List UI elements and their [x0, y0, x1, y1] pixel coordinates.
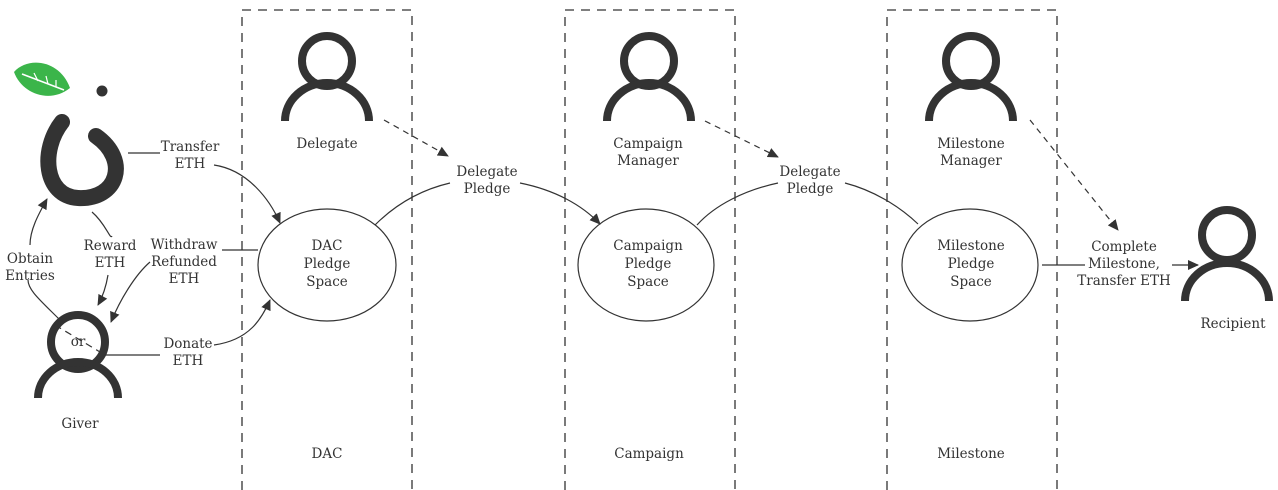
- withdraw-refunded-arrow: [110, 261, 151, 323]
- milestone-manager-person-icon: [925, 32, 1017, 122]
- dac-space-label-3: Space: [306, 274, 348, 290]
- complete-milestone-label-1: Complete: [1091, 239, 1157, 255]
- complete-milestone-label-3: Transfer ETH: [1077, 273, 1171, 289]
- obtain-entries-label-2: Entries: [5, 268, 55, 284]
- dac-space-label-1: DAC: [312, 238, 343, 254]
- giver-or-divider: [54, 324, 101, 353]
- milestone-manager-label-2: Manager: [940, 153, 1002, 169]
- donate-eth-arrow: [213, 299, 271, 346]
- delegate-pledge-1-label-2: Pledge: [464, 181, 511, 197]
- delegate-pledge-to-milestone-line: [844, 182, 919, 225]
- milestone-space-label-2: Pledge: [948, 256, 995, 272]
- recipient-person-icon: [1181, 206, 1273, 302]
- dac-pledge-space: [257, 208, 397, 322]
- donate-eth-label-1: Donate: [163, 336, 212, 352]
- campaign-pledge-space: [577, 208, 715, 322]
- transfer-eth-label-1: Transfer: [161, 139, 220, 155]
- milestone-space-label-1: Milestone: [937, 238, 1005, 254]
- campaign-manager-person-icon: [603, 32, 695, 122]
- obtain-entries-arrow: [27, 199, 61, 321]
- withdraw-label-3: ETH: [169, 271, 200, 287]
- giver-person-icon: [34, 311, 122, 399]
- reward-eth-label-2: ETH: [95, 255, 126, 271]
- milestone-manager-label-1: Milestone: [937, 136, 1005, 152]
- reward-eth-arrow: [92, 211, 113, 305]
- lane-label-milestone: Milestone: [937, 446, 1005, 462]
- campaign-space-label-2: Pledge: [625, 256, 672, 272]
- lane-label-dac: DAC: [312, 446, 343, 462]
- giver-label: Giver: [61, 416, 99, 432]
- withdraw-label-1: Withdraw: [151, 237, 218, 253]
- dac-space-to-delegate-pledge: [374, 182, 451, 226]
- giver-or-label: or: [71, 334, 86, 350]
- delegate-person-icon: [281, 32, 373, 122]
- delegate-pledge-2-label-1: Delegate: [779, 164, 840, 180]
- delegate-pledge-1-label-1: Delegate: [456, 164, 517, 180]
- campaign-manager-label-2: Manager: [617, 153, 679, 169]
- delegate-to-pledge-dashed: [383, 119, 449, 157]
- campaign-manager-label-1: Campaign: [613, 136, 683, 152]
- reward-eth-label-1: Reward: [84, 238, 137, 254]
- lane-milestone: [886, 9, 1058, 490]
- milestone-manager-to-complete-dashed: [1029, 119, 1119, 231]
- campaign-space-to-delegate-pledge: [696, 182, 779, 226]
- delegate-label: Delegate: [296, 136, 357, 152]
- lane-campaign: [564, 9, 736, 490]
- complete-milestone-label-2: Milestone,: [1088, 256, 1160, 272]
- milestone-pledge-space: [901, 208, 1039, 322]
- dac-space-label-2: Pledge: [304, 256, 351, 272]
- delegate-pledge-2-label-2: Pledge: [787, 181, 834, 197]
- campaign-space-label-1: Campaign: [613, 238, 683, 254]
- delegate-pledge-to-campaign-arrow: [519, 182, 601, 225]
- transfer-eth-arrow: [213, 164, 281, 224]
- giveth-logo-icon: [14, 62, 124, 207]
- campaign-manager-to-pledge-dashed: [704, 120, 779, 158]
- withdraw-label-2: Refunded: [151, 254, 217, 270]
- lane-label-campaign: Campaign: [614, 446, 684, 462]
- obtain-entries-label-1: Obtain: [7, 251, 54, 267]
- recipient-label: Recipient: [1200, 316, 1266, 332]
- leaf-icon: [14, 62, 70, 96]
- campaign-space-label-3: Space: [627, 274, 669, 290]
- transfer-eth-label-2: ETH: [175, 156, 206, 172]
- donate-eth-label-2: ETH: [173, 353, 204, 369]
- milestone-space-label-3: Space: [950, 274, 992, 290]
